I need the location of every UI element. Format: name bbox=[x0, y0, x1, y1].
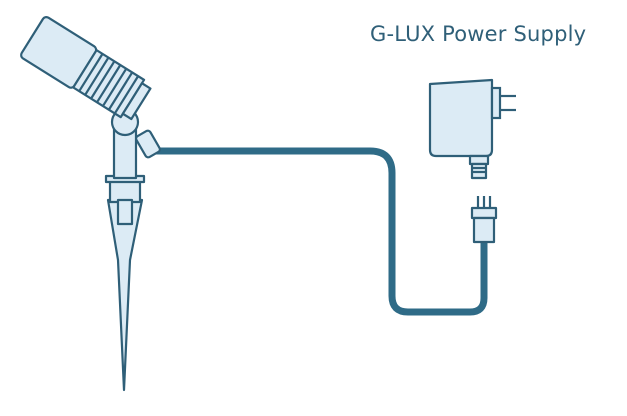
power-supply-adapter bbox=[428, 78, 494, 180]
cable-connector bbox=[470, 196, 498, 244]
power-supply-label: G-LUX Power Supply bbox=[370, 22, 587, 46]
spot-light-head bbox=[20, 16, 152, 121]
cable bbox=[148, 147, 488, 316]
ground-stake bbox=[104, 120, 146, 392]
plug-prongs bbox=[490, 86, 516, 120]
